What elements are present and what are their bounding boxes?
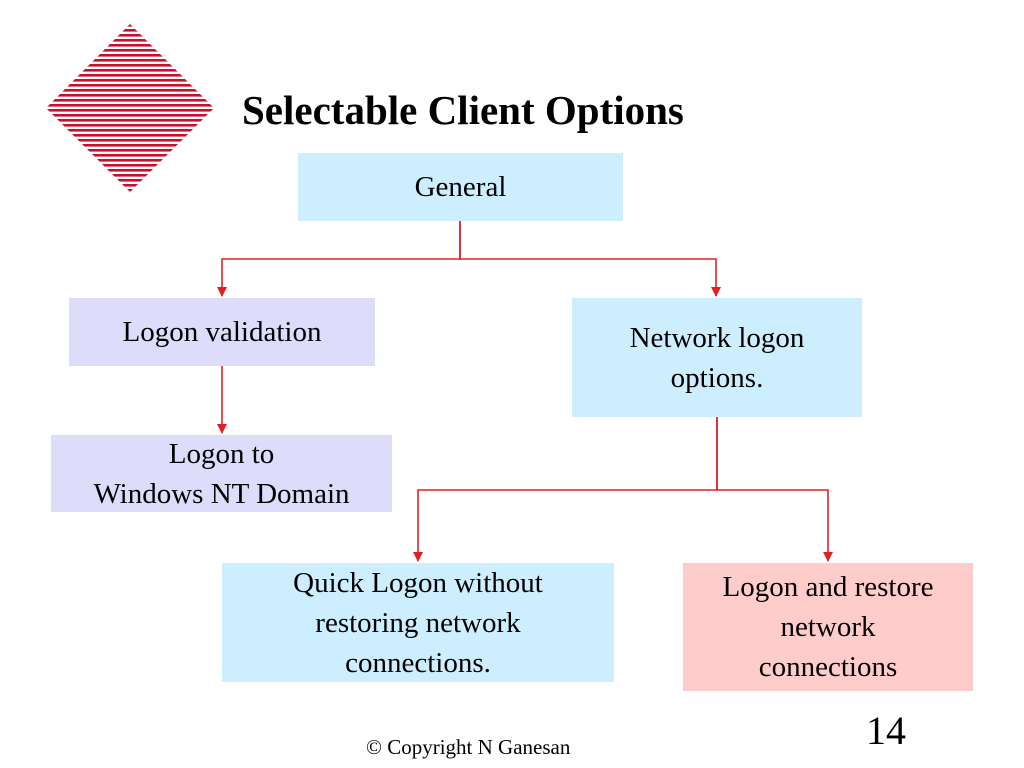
page-number: 14 [866,708,906,753]
node-logon-to-windows-nt-domain: Logon to Windows NT Domain [51,435,392,512]
edge-network-options-to-quick-logon [413,417,718,562]
node-quick-logon: Quick Logon without restoring network co… [222,563,614,682]
edge-general-to-network-logon-options [459,221,721,297]
node-logon-validation: Logon validation [69,298,375,366]
node-general: General [298,153,623,221]
node-network-logon-options: Network logon options. [572,298,862,417]
diamond-logo-icon [46,24,214,192]
node-logon-and-restore: Logon and restore network connections [683,563,973,691]
slide-title: Selectable Client Options [242,87,684,133]
edge-network-options-to-logon-restore [716,417,833,562]
edge-general-to-logon-validation [217,221,461,297]
copyright-footer: © Copyright N Ganesan [366,735,571,759]
